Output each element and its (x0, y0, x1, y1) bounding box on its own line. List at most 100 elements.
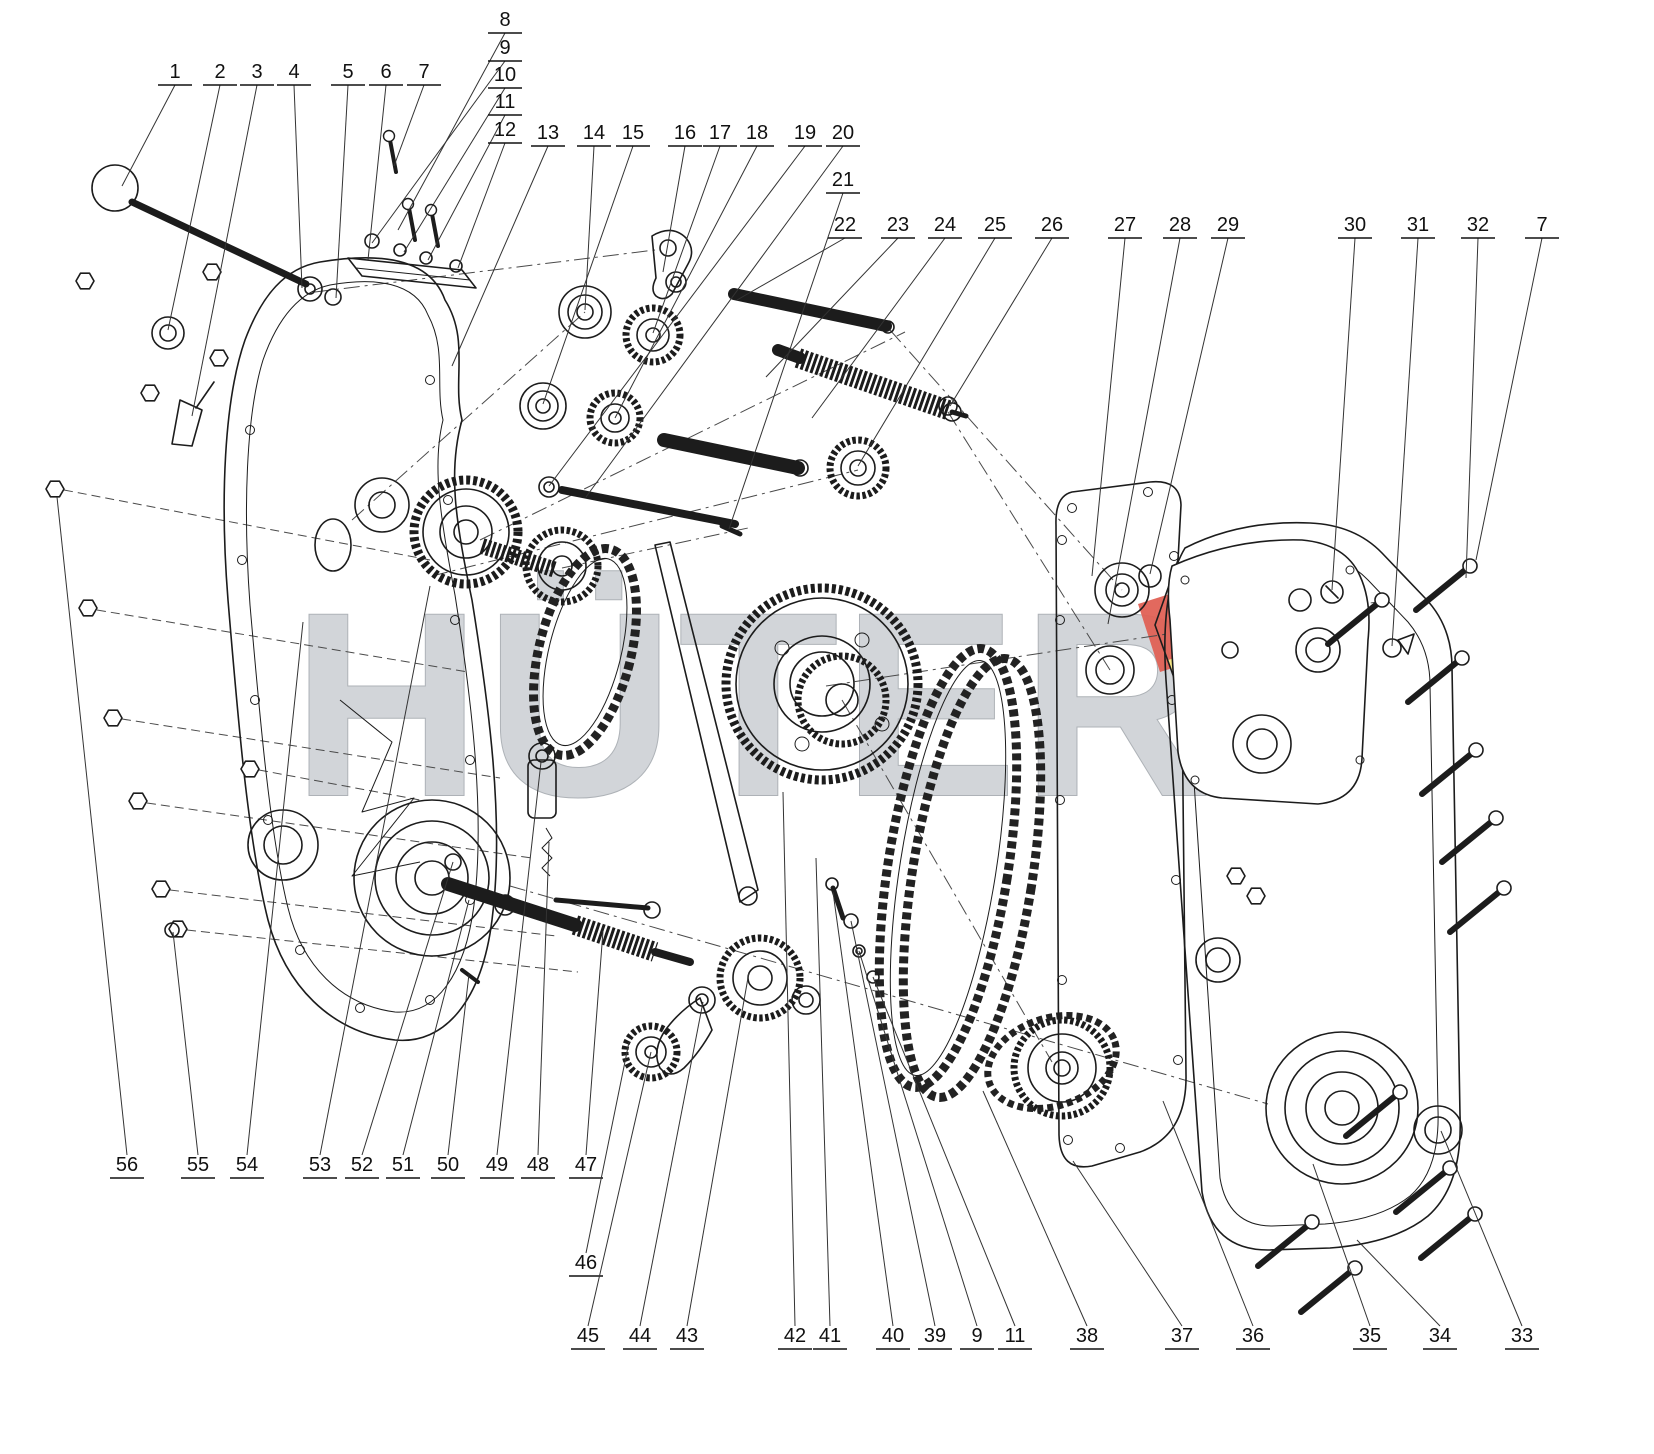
part-label-46: 46 (569, 1041, 630, 1277)
top-fasteners (75, 128, 477, 402)
leader-line (639, 1001, 704, 1327)
label-number: 51 (392, 1154, 414, 1176)
seal-ring (151, 316, 185, 350)
label-number: 11 (1005, 1325, 1026, 1347)
label-number: 55 (187, 1154, 209, 1176)
part-label-31: 31 (1391, 214, 1435, 647)
label-number: 42 (784, 1325, 806, 1347)
label-number: 50 (437, 1154, 459, 1176)
label-number: 35 (1359, 1325, 1381, 1347)
washer (494, 894, 516, 916)
label-number: 16 (674, 122, 696, 144)
label-number: 31 (1407, 214, 1429, 236)
pin (460, 968, 480, 984)
washer (164, 922, 180, 938)
leader-line (246, 621, 304, 1156)
washer (843, 913, 859, 929)
bearing (1085, 645, 1135, 695)
splined-shaft (794, 348, 952, 420)
bolt (1416, 559, 1477, 610)
bolt (830, 885, 846, 921)
leader-line (393, 84, 425, 167)
right-housing (1164, 521, 1463, 1251)
filler-plug (1320, 580, 1344, 604)
part-label-2: 2 (167, 61, 237, 331)
part-label-24: 24 (811, 214, 962, 419)
label-number: 48 (527, 1154, 549, 1176)
driven-sprocket (1010, 1016, 1114, 1120)
leader-line (451, 145, 549, 367)
label-number: 14 (583, 122, 605, 144)
part-label-1: 1 (121, 61, 192, 187)
label-number: 10 (494, 64, 516, 86)
leader-line (1475, 237, 1543, 561)
label-number: 2 (214, 61, 225, 83)
part-label-56: 56 (56, 496, 144, 1179)
cover-plate (347, 257, 477, 289)
part-label-16: 16 (662, 122, 702, 273)
seal-washer (1413, 1105, 1463, 1155)
shift-forks-bottom (621, 877, 880, 1082)
chain-wrap (984, 1011, 1120, 1113)
label-number: 26 (1041, 214, 1063, 236)
part-label-22: 22 (736, 214, 862, 301)
label-number: 52 (351, 1154, 373, 1176)
clutch-gear (716, 934, 804, 1022)
hex-bolt (128, 792, 148, 810)
part-label-44: 44 (623, 1001, 704, 1350)
part-label-17: 17 (652, 122, 737, 334)
part-label-30: 30 (1331, 214, 1372, 591)
part-label-35: 35 (1312, 1163, 1387, 1350)
leader-line (1149, 237, 1229, 575)
part-label-54: 54 (230, 621, 304, 1179)
leader-line (662, 145, 686, 273)
label-number: 9 (499, 37, 510, 59)
part-label-20: 20 (585, 122, 860, 498)
label-number: 19 (794, 122, 816, 144)
label-number: 18 (746, 122, 768, 144)
leader-line (587, 1051, 652, 1327)
gear-cluster-center (409, 475, 759, 906)
part-label-6: 6 (367, 61, 403, 261)
bolt (1408, 651, 1469, 702)
part-label-32: 32 (1461, 214, 1495, 579)
gasket-plate (1055, 480, 1187, 1168)
label-number: 56 (116, 1154, 138, 1176)
label-number: 32 (1467, 214, 1489, 236)
leader-line (857, 237, 996, 467)
leader-line (811, 237, 946, 419)
shaft (728, 288, 892, 332)
screw (423, 202, 440, 248)
output-boss (353, 799, 511, 957)
label-number: 23 (887, 214, 909, 236)
bearing (519, 382, 567, 430)
label-number: 3 (251, 61, 262, 83)
label-number: 46 (575, 1252, 597, 1274)
leader-line (402, 899, 470, 1156)
leader-line (371, 60, 506, 244)
leader-line (686, 971, 750, 1327)
label-number: 33 (1511, 1325, 1533, 1347)
bearing (558, 285, 612, 339)
drive-chain-small (529, 544, 641, 760)
leader-line (1107, 237, 1181, 625)
part-label-28: 28 (1107, 214, 1197, 625)
leader-line (736, 237, 846, 301)
primary-shafts (519, 229, 969, 537)
gear (622, 304, 684, 366)
detent-lever (171, 399, 203, 447)
part-label-42: 42 (778, 791, 812, 1350)
leader-line (585, 145, 844, 498)
part-label-13: 13 (451, 122, 565, 367)
part-label-43: 43 (670, 971, 750, 1350)
part-label-34: 34 (1356, 1239, 1457, 1350)
part-label-23: 23 (765, 214, 915, 378)
detent-plunger (527, 759, 557, 819)
leader-line (1162, 1100, 1254, 1327)
fastener-set-left (45, 480, 260, 938)
leader-line (403, 87, 506, 253)
leader-line (361, 861, 454, 1156)
leader-line (367, 84, 387, 261)
leader-line (1072, 1160, 1183, 1327)
